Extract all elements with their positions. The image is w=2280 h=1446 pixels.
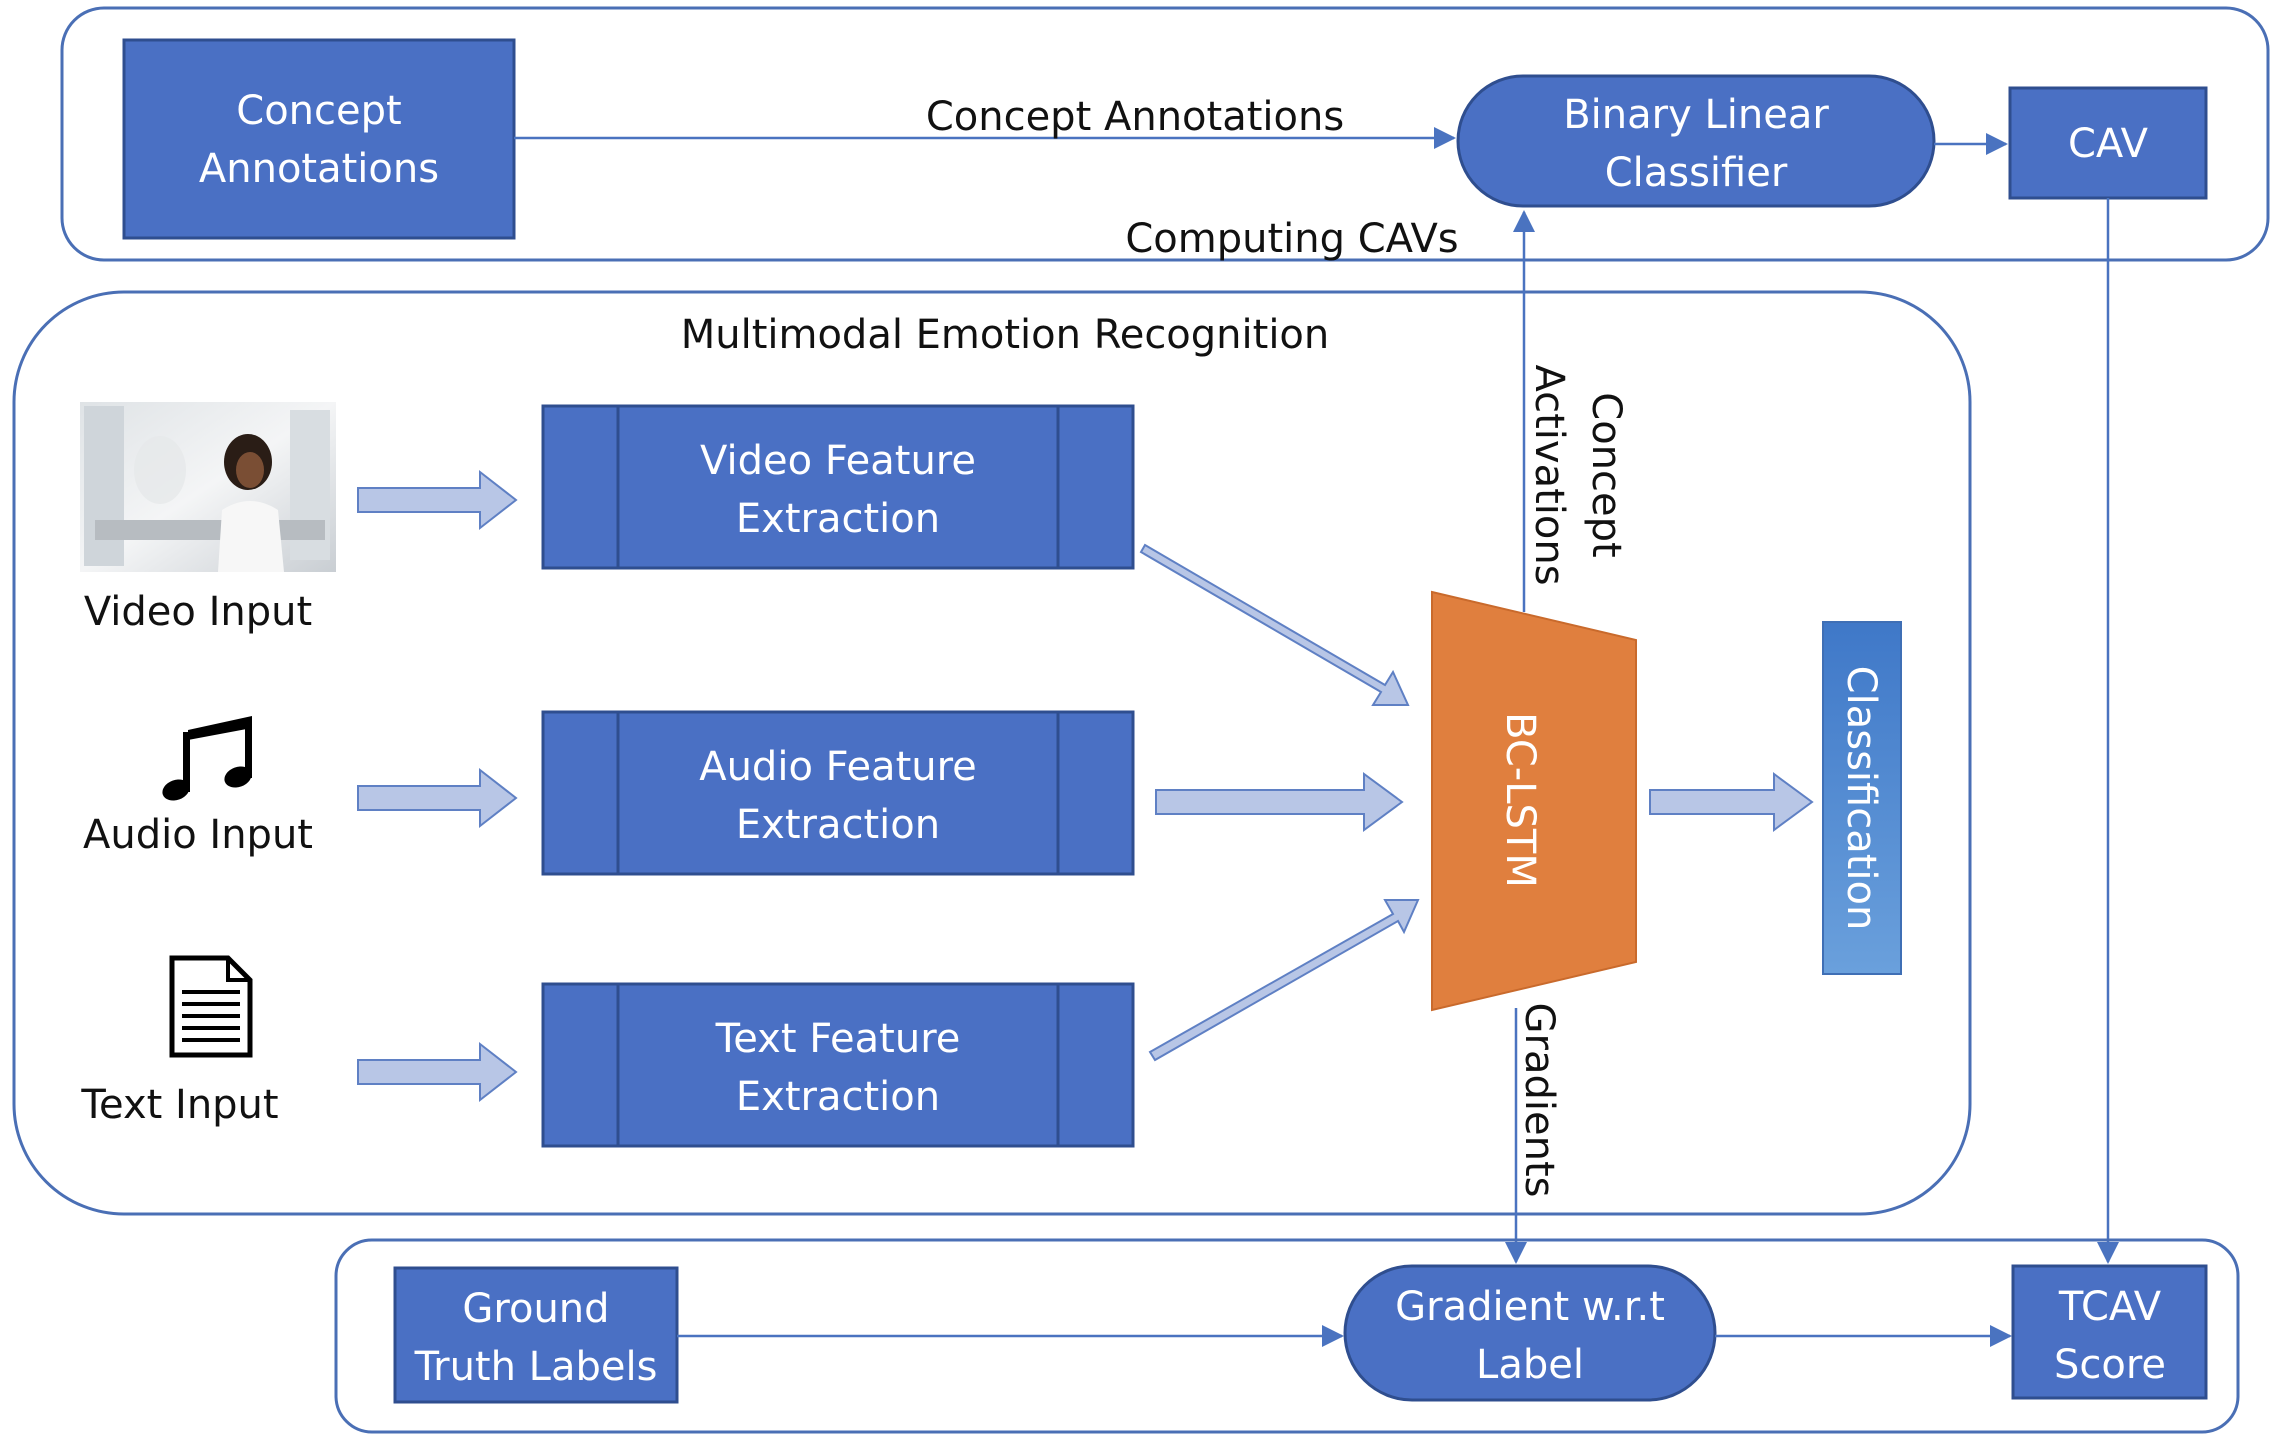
text-feature-box: Text Feature Extraction (541, 982, 1135, 1148)
gradients-label: Gradients (1516, 1003, 1562, 1198)
audio-input-arrow (357, 767, 518, 829)
text-to-model-arrow (1148, 899, 1420, 1062)
concept-annotations-box-line1: Concept (236, 88, 401, 134)
video-input-arrow (357, 469, 518, 531)
gradient-box: Gradient w.r.t Label (1343, 1264, 1717, 1402)
audio-feature-line2: Extraction (736, 802, 940, 848)
tcav-box-line1: TCAV (2058, 1284, 2162, 1330)
concept-annotations-box-line2: Annotations (199, 146, 439, 192)
tcav-box-line2: Score (2054, 1342, 2166, 1388)
video-thumbnail (80, 402, 336, 572)
classifier-box-line1: Binary Linear (1563, 92, 1829, 138)
concept-activations-line2: Activations (1526, 364, 1572, 585)
text-feature-line1: Text Feature (715, 1016, 961, 1062)
gradient-box-line1: Gradient w.r.t (1395, 1284, 1665, 1330)
cav-box: CAV (2008, 86, 2208, 200)
video-feature-line1: Video Feature (700, 438, 976, 484)
text-feature-line2: Extraction (736, 1074, 940, 1120)
video-input-label: Video Input (84, 589, 312, 635)
classifier-box-line2: Classifier (1605, 150, 1788, 196)
top-panel (60, 6, 2270, 262)
binary-linear-classifier-box: Binary Linear Classifier (1456, 74, 1936, 208)
ground-truth-line2: Truth Labels (414, 1344, 658, 1390)
audio-to-model-arrow (1155, 772, 1404, 832)
cav-box-label: CAV (2068, 121, 2149, 167)
multimodal-panel (12, 290, 1972, 1216)
audio-feature-line1: Audio Feature (699, 744, 977, 790)
audio-feature-box: Audio Feature Extraction (541, 710, 1135, 876)
ground-truth-line1: Ground (462, 1286, 609, 1332)
bc-lstm-label: BC-LSTM (1497, 712, 1543, 888)
classification-label: Classification (1838, 666, 1884, 931)
text-input-label: Text Input (80, 1082, 278, 1128)
concept-activations-line1: Concept (1583, 392, 1629, 557)
concept-annotations-box: Concept Annotations (122, 38, 516, 240)
video-feature-line2: Extraction (736, 496, 940, 542)
ground-truth-box: Ground Truth Labels (393, 1266, 679, 1404)
tcav-score-box: TCAV Score (2011, 1264, 2208, 1400)
audio-input-label: Audio Input (83, 812, 313, 858)
computing-cavs-label: Computing CAVs (1125, 216, 1458, 262)
video-to-model-arrow (1139, 543, 1410, 706)
bc-lstm-block: BC-LSTM (1431, 590, 1637, 1012)
video-feature-box: Video Feature Extraction (541, 404, 1135, 570)
music-note-icon (162, 716, 252, 801)
bottom-panel (334, 1238, 2240, 1434)
concept-annotations-edge-label: Concept Annotations (926, 94, 1344, 140)
classification-bar: Classification (1822, 621, 1902, 975)
text-input-arrow (357, 1041, 518, 1103)
panel-title: Multimodal Emotion Recognition (681, 312, 1330, 358)
gradient-box-line2: Label (1476, 1342, 1584, 1388)
model-to-classification-arrow (1649, 772, 1814, 832)
document-icon (169, 955, 253, 1058)
